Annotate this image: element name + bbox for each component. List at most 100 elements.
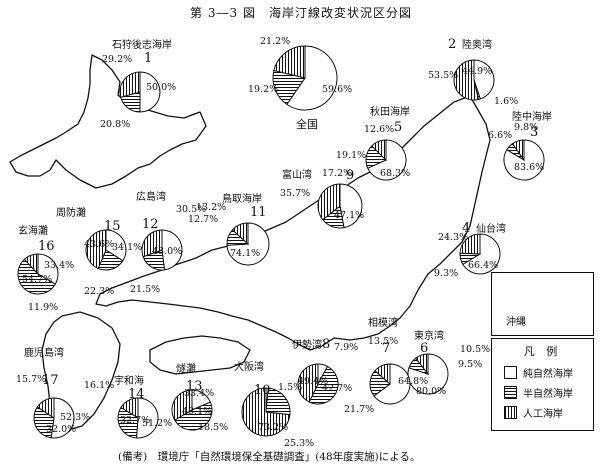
pct-label-artificial: 13.5%: [368, 336, 398, 347]
pct-label-semi: 32.7%: [120, 415, 150, 426]
region-name: 周防灘: [56, 206, 86, 219]
pie-slice-natural: [503, 139, 545, 181]
pct-label-artificial: 73.2%: [258, 422, 288, 433]
pie-slice-artificial: [297, 363, 319, 403]
region-name: 伊勢湾: [292, 338, 322, 351]
pie-slice-artificial: [374, 363, 391, 386]
pie-slice-natural: [161, 229, 183, 271]
pct-label-semi: 25.3%: [284, 438, 314, 449]
okinawa-inset: 沖縄: [491, 272, 594, 336]
pct-label-semi: 20.8%: [100, 119, 130, 130]
pct-label-artificial: 21.2%: [260, 36, 290, 47]
region-number: 17: [42, 373, 59, 388]
pct-label-artificial: 35.7%: [280, 188, 310, 199]
pct-label-natural: 48.0%: [152, 246, 182, 257]
pct-label-natural: 50.0%: [146, 82, 176, 93]
region-name: 相模湾: [368, 316, 398, 329]
pie-slice-artificial: [459, 233, 481, 255]
pie-r17: 52.3%32.0% 15.7% 鹿児島湾 17: [16, 346, 90, 439]
legend-item-artificial: 人工海岸: [504, 405, 563, 420]
region-number: 3: [530, 125, 538, 140]
figure-title: 第 3―3 図 海岸汀線改変状況区分図: [190, 6, 412, 20]
pct-label-natural: 64.8%: [398, 376, 428, 387]
pie-slice-natural: [135, 397, 159, 439]
region-name: 石狩後志海岸: [112, 38, 172, 51]
pie-slice-artificial: [241, 387, 291, 437]
pie-slice-natural: [139, 71, 161, 113]
legend-title: 凡 例: [523, 345, 562, 358]
legend: 凡 例 純自然海岸 半自然海岸 人工海岸: [491, 338, 594, 431]
pie-slice-artificial: [231, 222, 249, 246]
pie-slice-artificial: [273, 45, 306, 79]
pie-slice-semi: [272, 69, 306, 106]
legend-item-semi: 半自然海岸: [504, 385, 573, 400]
pct-label-artificial: 9.8%: [514, 122, 538, 133]
region-name: 玄海灘: [18, 224, 48, 237]
pie-slice-natural: [286, 45, 338, 111]
pie-slice-artificial: [511, 139, 525, 162]
footnote: (備考) 環境庁「自然環境保全基礎調査」(48年度実施)による。: [118, 451, 421, 463]
pie-slice-artificial: [453, 59, 479, 101]
pct-label-semi: 6.6%: [488, 130, 512, 141]
region-number: 10: [254, 383, 271, 398]
pie-slice-artificial: [317, 183, 341, 221]
pie-slice-artificial: [120, 397, 139, 419]
legend-label: 純自然海岸: [523, 369, 573, 380]
pie-slice-natural: [473, 59, 495, 100]
pie-slice-semi: [265, 387, 291, 416]
pct-label-artificial: 12.6%: [364, 124, 394, 135]
pct-label-artificial: 33.4%: [184, 388, 214, 399]
region-number: 2: [448, 37, 456, 52]
region-number: 9: [346, 168, 354, 183]
pie-slice-artificial: [119, 71, 141, 98]
natural-swatch: [504, 366, 517, 379]
pct-label-semi: 19.2%: [248, 84, 278, 95]
region-number: 12: [142, 217, 159, 232]
region-number: 7: [382, 341, 390, 356]
region-name: 鳥取海岸: [222, 192, 262, 205]
pct-label-artificial: 43.6%: [84, 239, 114, 250]
pct-label-natural: 52.3%: [60, 412, 90, 423]
pct-label-natural: 68.3%: [380, 168, 410, 179]
pct-label-semi: 48.1%: [182, 406, 212, 417]
pct-label-artificial: 15.7%: [16, 374, 46, 385]
pie-slice-artificial: [36, 397, 55, 419]
pct-label-semi: 54.7%: [22, 274, 52, 285]
pct-label-natural: 34.1%: [112, 242, 142, 253]
legend-label: 半自然海岸: [523, 389, 573, 400]
pct-label-artificial: 24.3%: [438, 232, 468, 243]
semi-natural-swatch: [504, 386, 517, 399]
pct-label-artificial: 30.5%: [176, 204, 206, 215]
okinawa-label: 沖縄: [506, 317, 526, 328]
pct-label-natural: 18.5%: [198, 422, 228, 433]
pie-slice-natural: [367, 139, 407, 181]
pie-slice-natural: [339, 183, 363, 229]
legend-item-natural: 純自然海岸: [504, 365, 573, 380]
region-number: 8: [322, 337, 330, 352]
pie-slice-artificial: [171, 389, 193, 421]
pct-label-semi: 32.0%: [46, 424, 76, 435]
region-name: 鹿児島湾: [24, 346, 64, 359]
pie-slice-semi: [308, 365, 339, 405]
pct-label-semi: 19.1%: [336, 150, 366, 161]
region-number: 1: [144, 51, 152, 66]
pct-label-semi: 21.5%: [130, 284, 160, 295]
region-name: 陸奥湾: [462, 38, 492, 51]
pie-slice-natural: [50, 397, 75, 439]
shikoku-outline: [149, 335, 251, 375]
pct-label-natural: 59.6%: [322, 84, 352, 95]
region-name: 全国: [296, 117, 318, 131]
pct-label-artificial: 10.5%: [460, 344, 490, 355]
pie-slice-artificial: [23, 253, 39, 276]
